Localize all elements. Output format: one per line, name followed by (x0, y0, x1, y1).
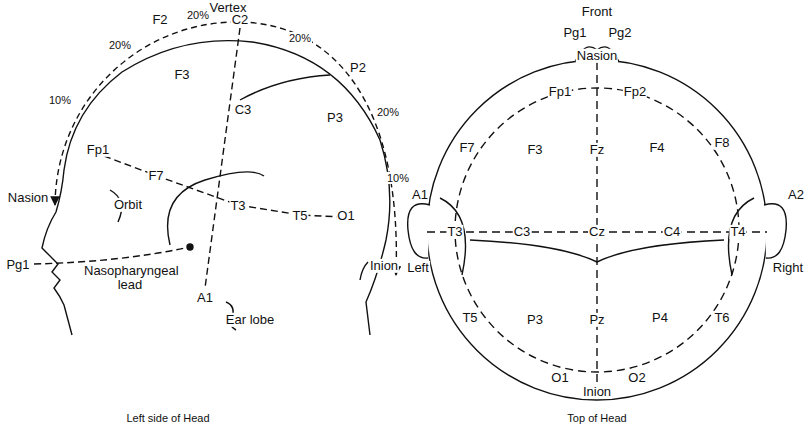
electrode-label: T6 (713, 311, 730, 325)
electrode-label: O1 (336, 209, 355, 223)
nasopharyngeal-line (34, 247, 190, 264)
electrode-label: A1 (411, 188, 429, 202)
electrode-dot (187, 244, 193, 250)
electrode-label: T5 (461, 311, 478, 325)
coronal-line (205, 28, 240, 288)
landmark-label: Front (581, 5, 613, 19)
electrode-label: P3 (326, 111, 344, 125)
electrode-label: Fp2 (623, 85, 647, 99)
distance-label: 20% (186, 9, 210, 21)
distance-label: 10% (48, 94, 72, 106)
electrode-label: Pg1 (5, 258, 30, 272)
measurement-arc (55, 22, 396, 275)
electrode-label: Pz (588, 313, 605, 327)
figure-caption: Top of Head (566, 412, 627, 424)
landmark-label: Inion (582, 385, 612, 399)
electrode-label: Pg2 (607, 26, 632, 40)
electrode-label: Cz (588, 225, 606, 239)
landmark-label: Orbit (113, 198, 143, 212)
electrode-label: F7 (458, 141, 475, 155)
electrode-label: F2 (151, 13, 168, 27)
left-ear-curve (440, 198, 466, 275)
electrode-label: F8 (713, 136, 730, 150)
landmark-label: Nasion (576, 49, 618, 63)
distance-label: 20% (108, 39, 132, 51)
landmark-label: Inion (369, 259, 399, 273)
electrode-label: A1 (196, 291, 214, 305)
electrode-label: T4 (729, 225, 746, 239)
electrode-label: F3 (526, 143, 543, 157)
electrode-label: P2 (349, 61, 367, 75)
left-ear (408, 204, 430, 258)
central-curve (470, 240, 724, 262)
electrode-label: C3 (234, 103, 253, 117)
electrode-label: Pg1 (562, 26, 587, 40)
landmark-label: Nasion (7, 191, 49, 205)
inion-leader (360, 262, 368, 280)
landmark-label: Ear lobe (225, 313, 275, 327)
side-label: Left (406, 261, 430, 275)
electrode-label: C3 (513, 225, 532, 239)
electrode-label: F3 (173, 68, 190, 82)
electrode-label: F7 (147, 169, 164, 183)
head-outline (427, 60, 767, 400)
brain-line (240, 75, 330, 100)
distance-label: 20% (288, 32, 312, 44)
figure-caption: Left side of Head (125, 412, 210, 424)
right-ear-curve (728, 198, 754, 275)
electrode-label: P4 (651, 311, 669, 325)
electrode-label: O1 (550, 371, 569, 385)
side-view (34, 22, 396, 335)
lead-label: Nasopharyngeal lead (83, 264, 177, 293)
electrode-label: F4 (648, 141, 665, 155)
electrode-label: P3 (526, 313, 544, 327)
distance-label: 10% (386, 172, 410, 184)
side-label: Right (772, 261, 804, 275)
distance-label: 20% (376, 106, 400, 118)
top-view (408, 47, 787, 400)
head-profile (42, 41, 390, 335)
electrode-label: T3 (446, 225, 463, 239)
electrode-label: A2 (787, 188, 805, 202)
electrode-label: Fz (589, 143, 605, 157)
right-ear (764, 204, 786, 258)
temporal-chain (104, 156, 342, 217)
electrode-label: Fp1 (86, 143, 110, 157)
electrode-label: Fp1 (548, 85, 572, 99)
electrode-label: C4 (663, 225, 682, 239)
electrode-label: C2 (231, 13, 250, 27)
electrode-label: O2 (627, 371, 646, 385)
electrode-label: T5 (291, 209, 308, 223)
electrode-label: T3 (229, 199, 246, 213)
